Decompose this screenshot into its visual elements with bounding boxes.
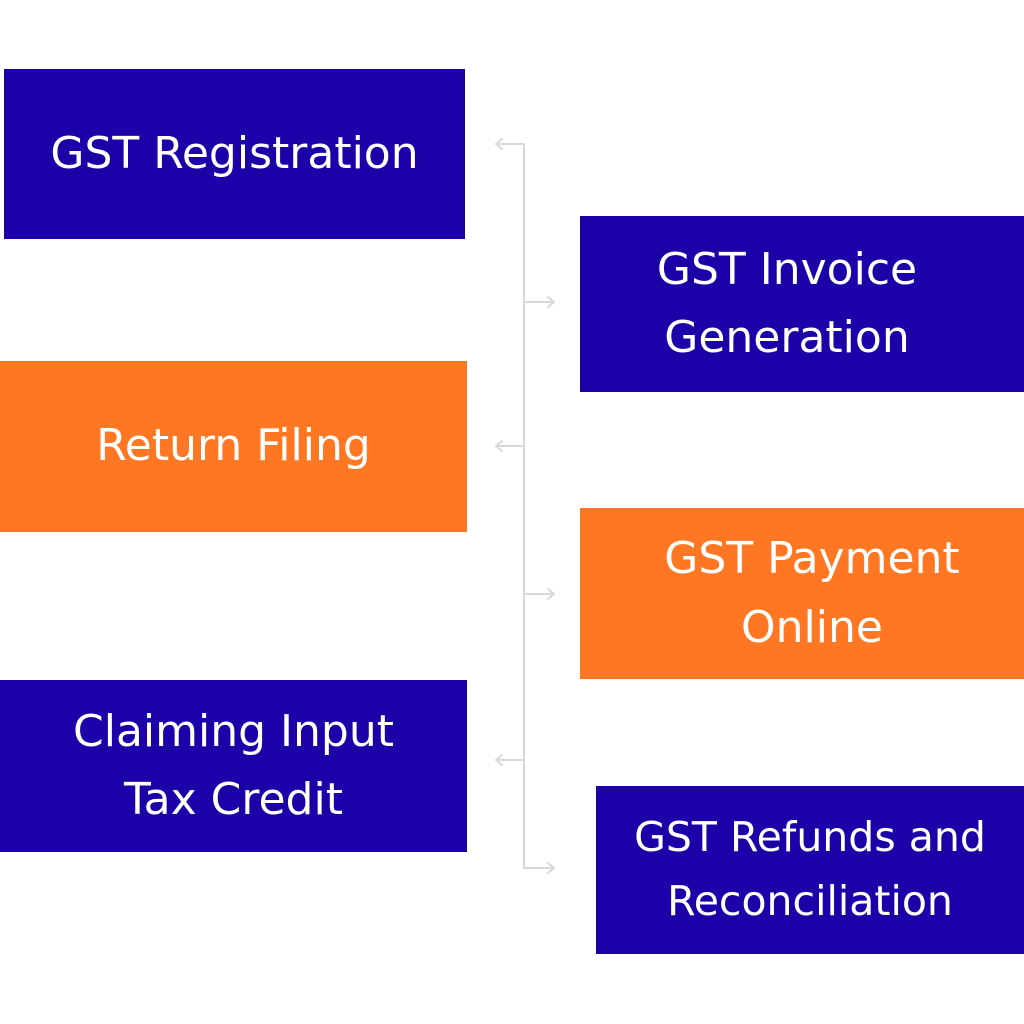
arrow-to-gst-invoice-generation	[523, 296, 555, 308]
arrow-to-gst-payment-online	[523, 588, 555, 600]
gst-refunds-reconciliation-label: GST Refunds and Reconciliation	[634, 813, 986, 925]
return-filing-label: Return Filing	[96, 420, 371, 472]
arrow-to-return-filing	[495, 440, 525, 452]
arrow-to-gst-registration	[495, 138, 525, 150]
claiming-input-tax-credit-box: Claiming Input Tax Credit	[0, 680, 467, 852]
gst-registration-label: GST Registration	[50, 127, 419, 179]
claiming-input-tax-credit-label: Claiming Input Tax Credit	[73, 705, 394, 825]
gst-invoice-generation-box: GST Invoice Generation	[580, 216, 1024, 392]
gst-payment-online-box: GST Payment Online	[580, 508, 1024, 679]
gst-invoice-generation-label: GST Invoice Generation	[656, 243, 918, 363]
gst-refunds-reconciliation-box: GST Refunds and Reconciliation	[596, 786, 1024, 954]
return-filing-box: Return Filing	[0, 361, 467, 532]
gst-registration-box: GST Registration	[4, 69, 465, 239]
arrow-to-claiming-input-tax-credit	[495, 754, 525, 766]
gst-payment-online-label: GST Payment Online	[664, 533, 960, 653]
arrow-to-gst-refunds-reconciliation	[523, 862, 555, 874]
